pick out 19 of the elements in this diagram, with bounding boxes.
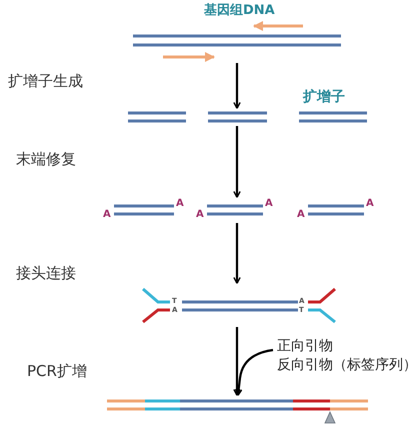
- arrow: [234, 348, 274, 396]
- step-label: PCR扩增: [27, 362, 87, 381]
- base-letter: A: [196, 210, 204, 220]
- step-label: 接头连接: [16, 264, 76, 283]
- base-letter: A: [176, 199, 184, 209]
- base-letter: A: [265, 199, 273, 209]
- arrow: [233, 63, 241, 110]
- step-label: 扩增子生成: [8, 72, 83, 91]
- arrow: [233, 223, 241, 284]
- step-label: 末端修复: [16, 150, 76, 169]
- base-letter: A: [103, 210, 111, 220]
- arrow: [233, 327, 241, 396]
- base-letter: A: [366, 199, 374, 209]
- base-letter: A: [297, 210, 305, 220]
- dna-label: 扩增子: [303, 88, 345, 106]
- arrow: [233, 126, 241, 198]
- node-label: 基因组DNA: [204, 4, 275, 17]
- primer-label: 正向引物: [277, 339, 333, 353]
- primer-label: 反向引物（标签序列）: [277, 358, 417, 372]
